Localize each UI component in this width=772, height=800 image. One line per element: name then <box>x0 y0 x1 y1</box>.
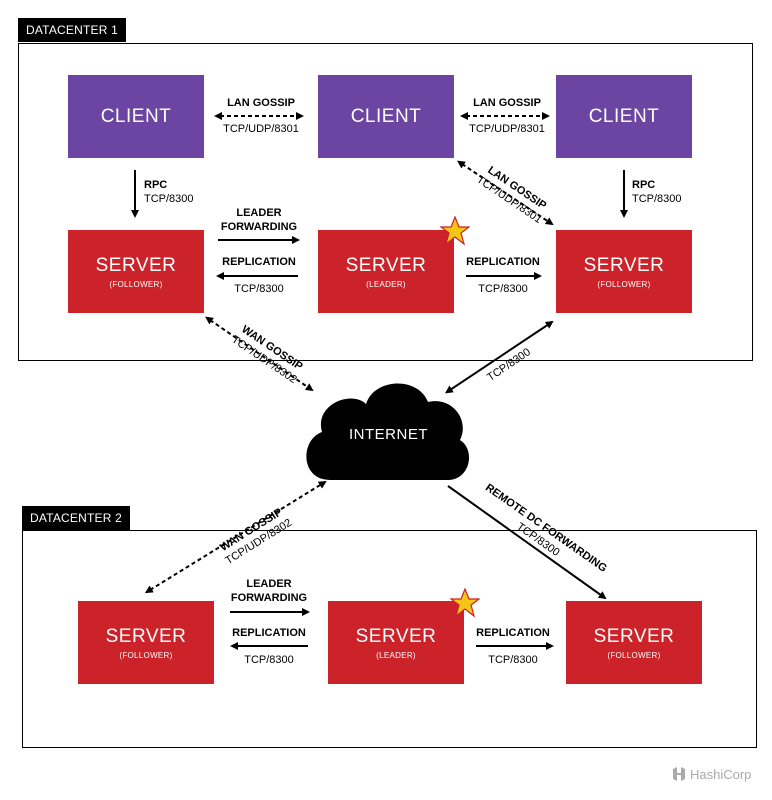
replication-port-right-dc1: TCP/8300 <box>478 283 528 295</box>
leader-star-icon <box>450 588 480 618</box>
datacenter-2-title: DATACENTER 2 <box>22 506 130 530</box>
rpc-label-right: RPC TCP/8300 <box>632 179 682 205</box>
hashicorp-icon <box>673 767 685 781</box>
dc1-server-leader[interactable]: SERVER (LEADER) <box>318 230 454 313</box>
hashicorp-logo-text: HashiCorp <box>690 766 752 782</box>
dc2-server-leader[interactable]: SERVER (LEADER) <box>328 601 464 684</box>
internet-label: INTERNET <box>349 426 428 443</box>
datacenter-2-frame <box>22 530 757 748</box>
server-label: SERVER <box>345 254 427 276</box>
server-role: (LEADER) <box>366 279 406 289</box>
rpc-label-left: RPC TCP/8300 <box>144 179 194 205</box>
dc1-server-follower-1[interactable]: SERVER (FOLLOWER) <box>68 230 204 313</box>
datacenter-1-frame <box>18 43 753 361</box>
internet-cloud <box>306 383 470 480</box>
server-label: SERVER <box>355 625 437 647</box>
lan-gossip-label-left: LAN GOSSIP <box>227 97 295 109</box>
server-label: SERVER <box>593 625 675 647</box>
leader-forwarding-label-dc2: LEADER FORWARDING <box>230 578 308 604</box>
server-role: (FOLLOWER) <box>607 650 661 660</box>
replication-label-right-dc2: REPLICATION <box>476 627 550 639</box>
replication-port-left-dc2: TCP/8300 <box>244 654 294 666</box>
client-label: CLIENT <box>100 105 172 127</box>
hashicorp-logo: HashiCorp <box>672 766 751 782</box>
server-label: SERVER <box>105 625 187 647</box>
replication-port-right-dc2: TCP/8300 <box>488 654 538 666</box>
remote-dc-forwarding-arrow <box>447 485 607 600</box>
dc2-server-follower-2[interactable]: SERVER (FOLLOWER) <box>566 601 702 684</box>
server-label: SERVER <box>95 254 177 276</box>
internet-link-arrow-dc1 <box>445 320 554 394</box>
replication-label-left-dc2: REPLICATION <box>232 627 306 639</box>
server-role: (FOLLOWER) <box>119 650 173 660</box>
lan-gossip-port-right: TCP/UDP/8301 <box>469 123 545 135</box>
leader-forwarding-label-dc1: LEADER FORWARDING <box>220 207 298 233</box>
server-role: (LEADER) <box>376 650 416 660</box>
client-label: CLIENT <box>350 105 422 127</box>
lan-gossip-label-right: LAN GOSSIP <box>473 97 541 109</box>
client-label: CLIENT <box>588 105 660 127</box>
server-label: SERVER <box>583 254 665 276</box>
dc1-client-1[interactable]: CLIENT <box>68 75 204 158</box>
server-role: (FOLLOWER) <box>597 279 651 289</box>
rpc-port-right: TCP/8300 <box>632 193 682 205</box>
wan-gossip-arrow-dc2 <box>144 480 327 594</box>
lan-gossip-port-left: TCP/UDP/8301 <box>223 123 299 135</box>
replication-label-left-dc1: REPLICATION <box>222 256 296 268</box>
replication-port-left-dc1: TCP/8300 <box>234 283 284 295</box>
server-role: (FOLLOWER) <box>109 279 163 289</box>
dc2-server-follower-1[interactable]: SERVER (FOLLOWER) <box>78 601 214 684</box>
dc1-client-3[interactable]: CLIENT <box>556 75 692 158</box>
datacenter-1-title: DATACENTER 1 <box>18 18 126 42</box>
leader-star-icon <box>440 216 470 246</box>
dc1-server-follower-2[interactable]: SERVER (FOLLOWER) <box>556 230 692 313</box>
replication-label-right-dc1: REPLICATION <box>466 256 540 268</box>
rpc-port-left: TCP/8300 <box>144 193 194 205</box>
dc1-client-2[interactable]: CLIENT <box>318 75 454 158</box>
